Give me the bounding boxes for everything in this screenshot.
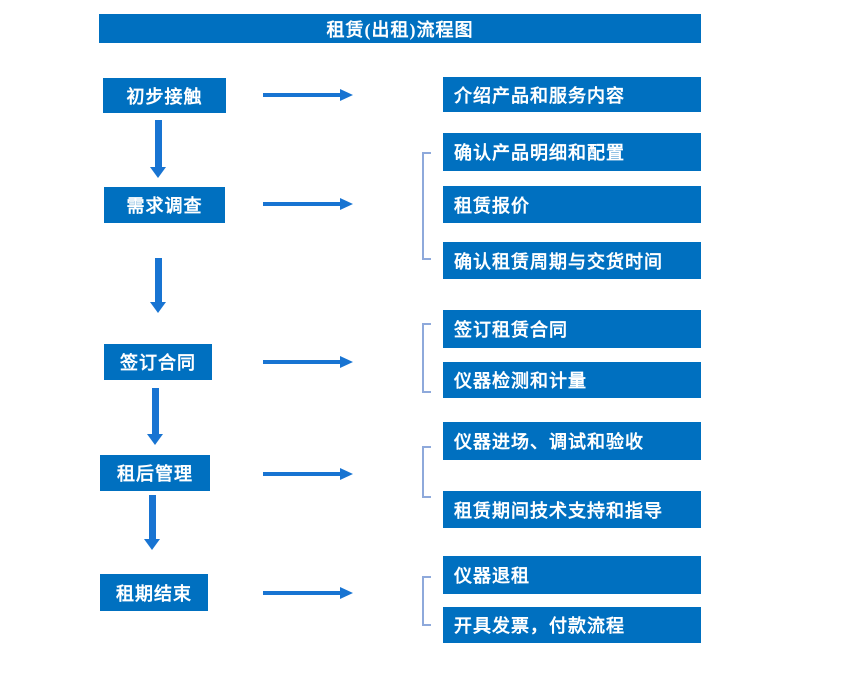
down-arrow-icon (150, 258, 167, 313)
detail-introduce-products: 介绍产品和服务内容 (443, 77, 701, 112)
step-sign-contract: 签订合同 (104, 344, 212, 380)
down-arrow-icon (144, 495, 161, 550)
detail-tech-support: 租赁期间技术支持和指导 (443, 491, 701, 528)
detail-instrument-return: 仪器退租 (443, 556, 701, 594)
group-bracket (422, 323, 431, 393)
step-rental-end: 租期结束 (100, 574, 208, 611)
down-arrow-icon (150, 120, 167, 178)
detail-sign-rental-contract: 签订租赁合同 (443, 310, 701, 348)
detail-confirm-product-spec: 确认产品明细和配置 (443, 133, 701, 171)
step-post-rental-mgmt: 租后管理 (100, 455, 210, 491)
right-arrow-icon (263, 198, 353, 210)
step-demand-survey: 需求调查 (104, 187, 225, 223)
right-arrow-icon (263, 356, 353, 368)
detail-confirm-period: 确认租赁周期与交货时间 (443, 242, 701, 279)
detail-invoice-payment: 开具发票，付款流程 (443, 607, 701, 643)
detail-rental-quotation: 租赁报价 (443, 186, 701, 223)
right-arrow-icon (263, 89, 353, 101)
right-arrow-icon (263, 587, 353, 599)
detail-instrument-testing: 仪器检测和计量 (443, 362, 701, 398)
group-bracket (422, 152, 431, 260)
detail-instrument-entry: 仪器进场、调试和验收 (443, 422, 701, 460)
step-initial-contact: 初步接触 (103, 78, 226, 113)
flowchart-title: 租赁(出租)流程图 (99, 14, 701, 43)
down-arrow-icon (147, 388, 164, 445)
group-bracket (422, 446, 431, 498)
right-arrow-icon (263, 468, 353, 480)
group-bracket (422, 576, 431, 626)
